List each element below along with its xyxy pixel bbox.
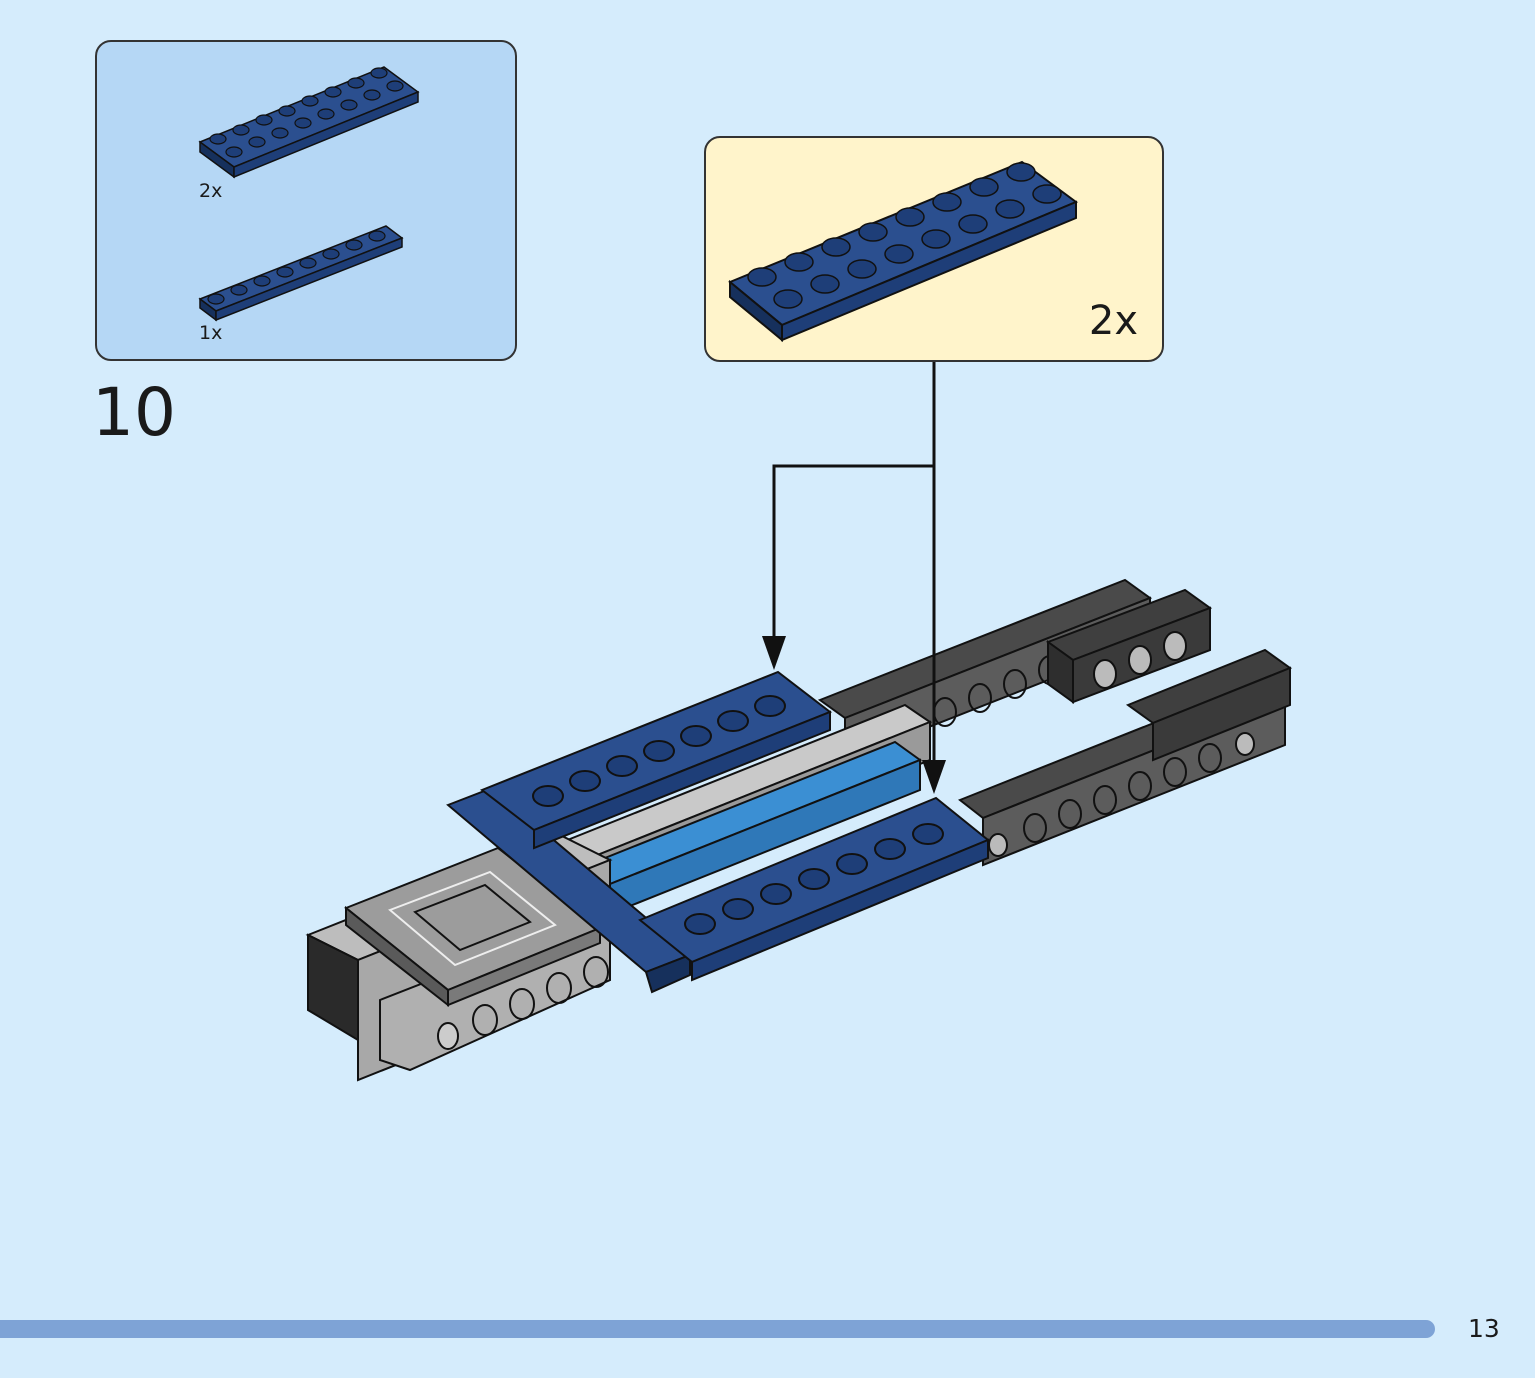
dark-blue-plate-2x8-lower — [638, 796, 990, 982]
parts-quantity-2x8: 2x — [199, 180, 223, 202]
parts-illustration — [198, 66, 420, 322]
callout-quantity: 2x — [1088, 298, 1138, 344]
sub-step-callout: 2x — [704, 136, 1164, 362]
light-gray-frame-plate — [344, 846, 602, 1008]
plate-2x8-icon — [198, 66, 420, 179]
step-number: 10 — [92, 374, 176, 451]
arrowheads — [762, 636, 946, 794]
page-progress-bar — [0, 1320, 1436, 1338]
parts-quantity-1x8: 1x — [199, 322, 223, 344]
parts-list-box: 2x 1x — [95, 40, 517, 361]
dark-blue-plate-2x8-upper — [479, 670, 833, 850]
dark-gray-technic-brick-upper — [1045, 588, 1213, 704]
callout-plate-2x8-icon — [728, 160, 1079, 343]
placement-arrows — [772, 362, 936, 775]
page-number: 13 — [1468, 1314, 1500, 1343]
dark-gray-brick-lower — [1125, 648, 1293, 762]
plate-1x8-icon — [198, 225, 404, 322]
